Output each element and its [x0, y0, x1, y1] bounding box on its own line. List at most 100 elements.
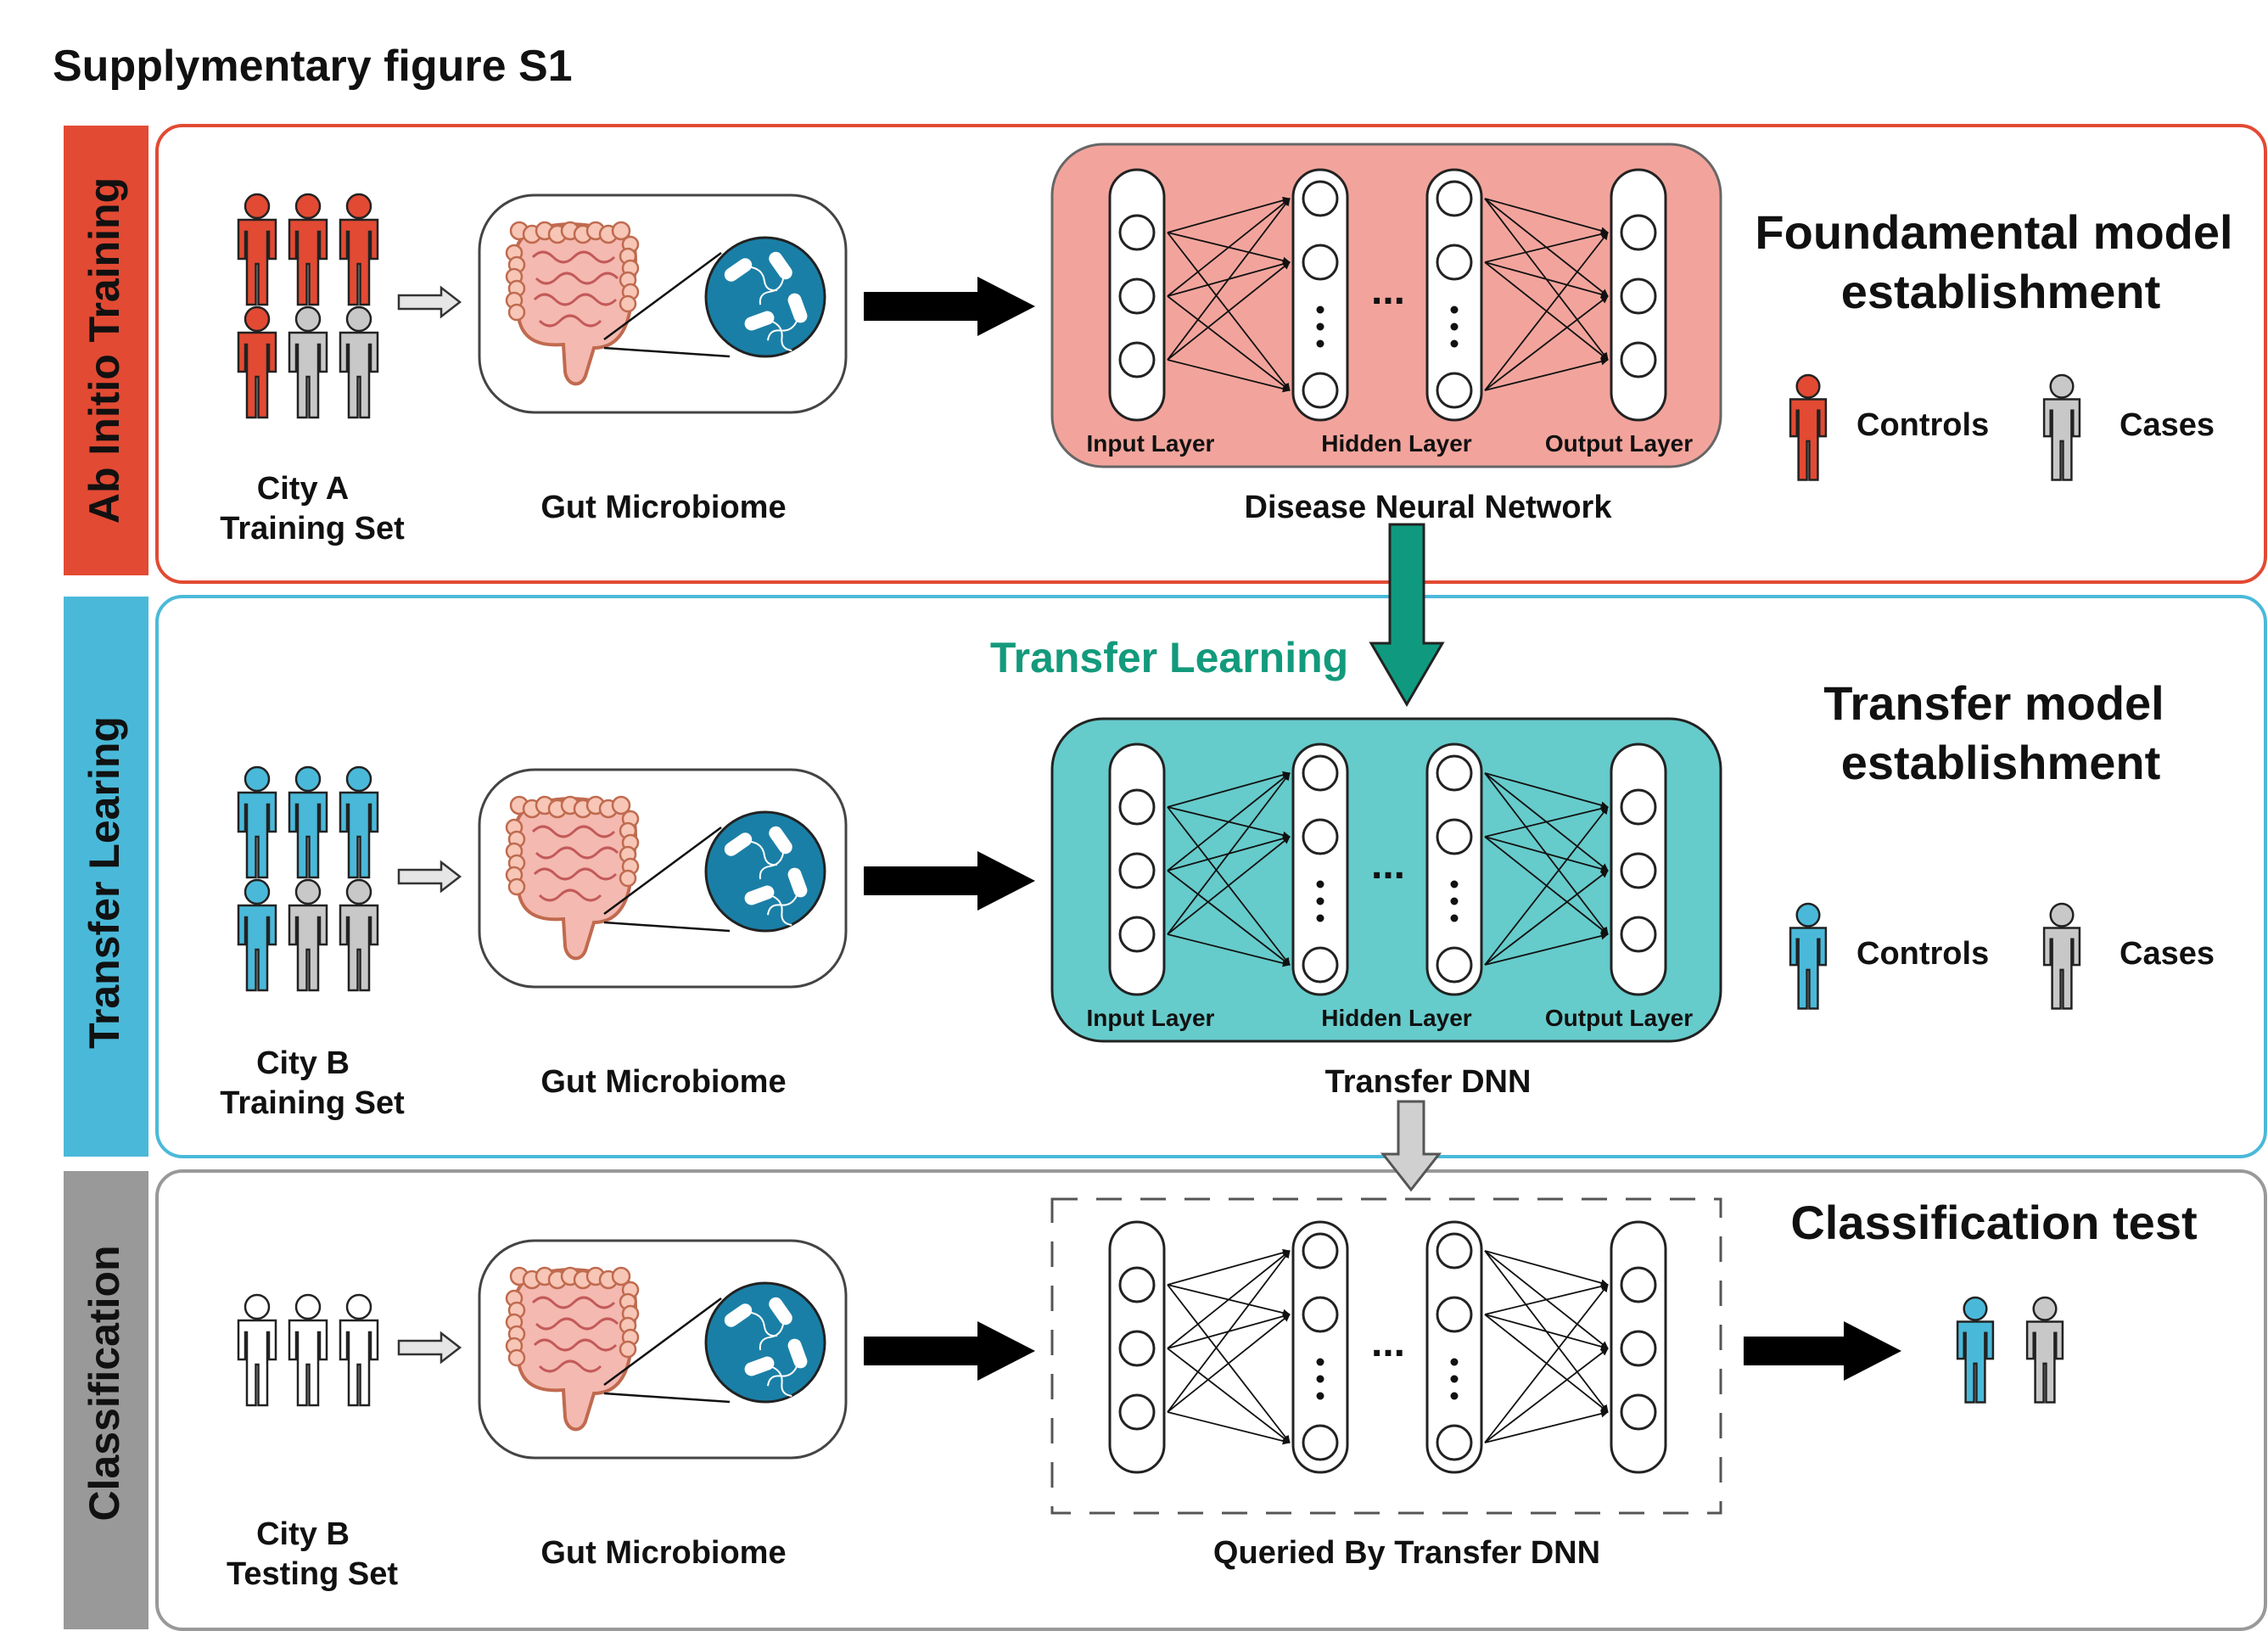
panel-ab-initio — [155, 124, 2267, 584]
legend-controls-label: Controls — [1856, 407, 1989, 443]
person-icon — [2025, 1296, 2064, 1404]
network-label: Queried By Transfer DNN — [1213, 1535, 1600, 1571]
small-arrow-right-icon — [397, 860, 462, 894]
small-arrow-right-icon — [397, 1331, 462, 1365]
big-arrow-shape — [864, 1321, 1035, 1381]
arrow-right-icon — [1744, 1321, 1901, 1381]
side-label-transfer: Transfer Learing — [81, 716, 128, 1049]
person-icon — [237, 878, 277, 992]
result-title-line1: Foundamental model — [1755, 205, 2232, 259]
gut-microbiome-label: Gut Microbiome — [540, 1535, 786, 1571]
layer-label: Hidden Layer — [1321, 1005, 1471, 1031]
ellipsis: ... — [1371, 843, 1405, 888]
person-icon — [339, 765, 379, 879]
intestine-icon — [505, 1266, 640, 1432]
person-icon — [288, 193, 328, 306]
row-classification: Classification City B Testing Set Gut Mi… — [64, 1169, 2267, 1631]
big-arrow-shape — [864, 851, 1035, 911]
person-icon — [1956, 1296, 1995, 1404]
side-label-ab-initio: Ab Initio Training — [81, 177, 128, 524]
ellipsis: ... — [1371, 1320, 1405, 1365]
intestine-icon — [505, 221, 640, 386]
row-transfer-learning: Transfer Learing City B Training Set Gut… — [64, 595, 2267, 1158]
people-group-city-b — [237, 765, 379, 992]
arrow-down-icon — [1369, 523, 1445, 707]
people-group-testing — [237, 1293, 379, 1407]
person-icon — [2042, 373, 2081, 481]
side-bar-ab-initio — [64, 126, 148, 575]
person-icon — [2042, 902, 2081, 1010]
small-arrow-right-icon — [397, 285, 462, 319]
panel-transfer — [155, 595, 2267, 1158]
people-group-city-a — [237, 193, 379, 419]
gut-microbiome-label: Gut Microbiome — [540, 490, 786, 525]
transfer-learning-arrow: Transfer Learning — [990, 523, 1445, 707]
person-icon — [1789, 902, 1828, 1010]
person-icon — [288, 878, 328, 992]
people-label-line1: City A — [257, 471, 349, 507]
people-label-line1: City B — [256, 1516, 350, 1552]
transfer-learning-label: Transfer Learning — [990, 634, 1348, 681]
legend-cases-label: Cases — [2120, 936, 2215, 972]
network-frame — [1050, 143, 1722, 468]
person-icon — [339, 193, 379, 306]
person-icon — [237, 305, 277, 419]
result-title-line2: establishment — [1841, 265, 2161, 318]
transfer-dnn: ... Input Layer Hidden Layer Output Layer — [1050, 717, 1722, 1043]
panel-classification — [155, 1169, 2267, 1631]
person-icon — [339, 1293, 379, 1407]
bacteria-icon — [704, 236, 826, 358]
gut-microbiome-panel — [397, 1239, 848, 1460]
side-bar-classification — [64, 1171, 148, 1629]
figure-title: Supplymentary figure S1 — [53, 42, 573, 91]
person-icon — [288, 765, 328, 879]
side-label-classification: Classification — [81, 1245, 128, 1521]
big-arrow-shape — [864, 277, 1035, 336]
person-icon — [237, 1293, 277, 1407]
people-label-line2: Training Set — [220, 1085, 405, 1121]
arrow-right-icon — [864, 277, 1035, 336]
person-icon — [339, 878, 379, 992]
bacteria-icon — [704, 1281, 826, 1404]
bacteria-icon — [704, 810, 826, 933]
layer-label: Output Layer — [1545, 430, 1693, 457]
row-ab-initio-training: Ab Initio Training City A Training Set G… — [64, 124, 2267, 584]
layer-label: Output Layer — [1545, 1005, 1693, 1031]
network-frame — [1050, 717, 1722, 1043]
person-icon — [237, 193, 277, 306]
classified-people — [1956, 1296, 2064, 1404]
person-icon — [237, 765, 277, 879]
queried-transfer-dnn: ... — [1050, 1197, 1722, 1515]
network-label: Transfer DNN — [1325, 1064, 1532, 1100]
result-title: Classification test — [1790, 1196, 2197, 1249]
gut-microbiome-panel — [397, 768, 848, 989]
gut-microbiome-label: Gut Microbiome — [540, 1064, 786, 1100]
network-frame — [1050, 1197, 1722, 1515]
people-label-line2: Training Set — [220, 511, 405, 546]
person-icon — [288, 1293, 328, 1407]
disease-neural-network: ... Input Layer Hidden Layer Output Layer — [1050, 143, 1722, 468]
person-icon — [288, 305, 328, 419]
legend — [1789, 902, 2081, 1010]
legend-controls-label: Controls — [1856, 936, 1989, 972]
result-title-line2: establishment — [1841, 736, 2161, 789]
side-bar-transfer — [64, 597, 148, 1157]
big-arrow-shape — [1744, 1321, 1901, 1381]
arrow-right-icon — [864, 851, 1035, 911]
gut-microbiome-panel — [397, 193, 848, 414]
result-title-line1: Transfer model — [1823, 676, 2164, 730]
query-arrow-down-icon — [1380, 1100, 1442, 1192]
layer-label: Input Layer — [1087, 1005, 1215, 1031]
ellipsis: ... — [1371, 268, 1405, 313]
layer-label: Input Layer — [1087, 430, 1215, 457]
people-label-line2: Testing Set — [227, 1556, 398, 1592]
network-label: Disease Neural Network — [1245, 490, 1613, 525]
arrow-right-icon — [864, 1321, 1035, 1381]
person-icon — [1789, 373, 1828, 481]
legend — [1789, 373, 2081, 481]
people-label-line1: City B — [256, 1045, 350, 1081]
layer-label: Hidden Layer — [1321, 430, 1471, 457]
legend-cases-label: Cases — [2120, 407, 2215, 443]
person-icon — [339, 305, 379, 419]
